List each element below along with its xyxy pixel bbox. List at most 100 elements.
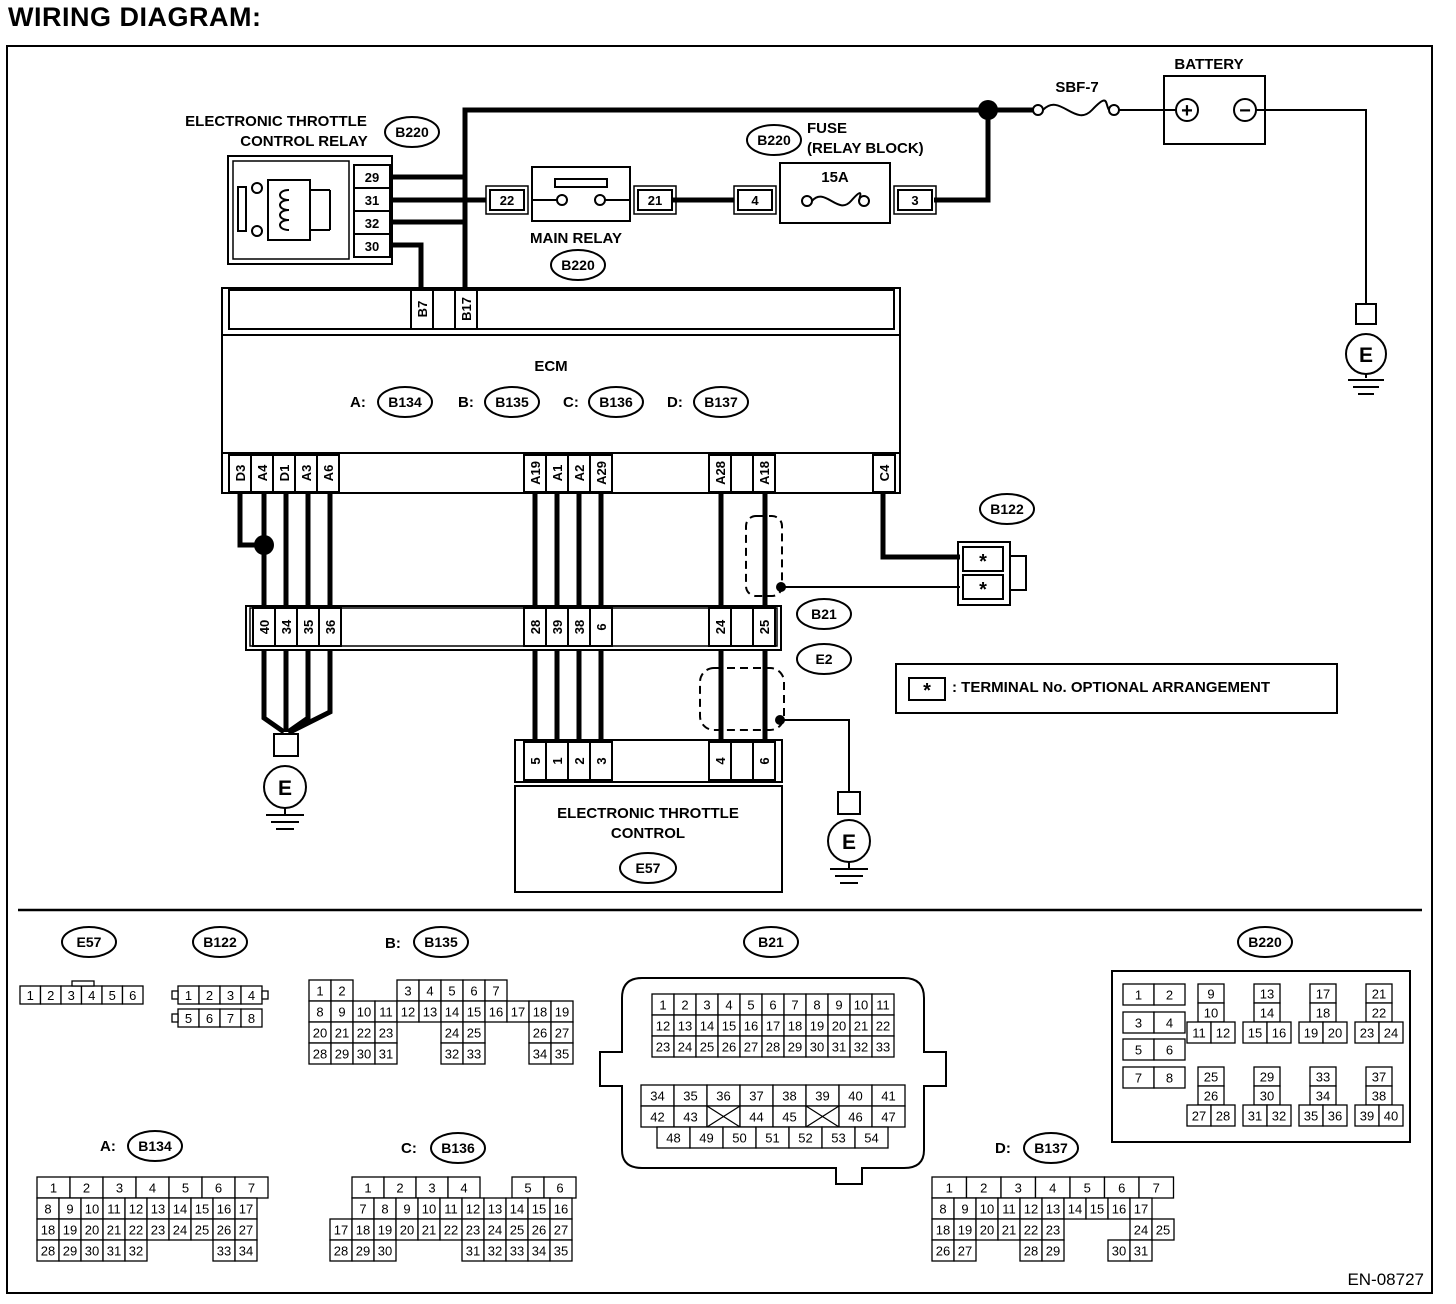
cv-b136-pin-20: 20	[400, 1223, 414, 1238]
cv-b134-pin-12: 12	[129, 1202, 143, 1217]
cv-b137-pin-4: 4	[1049, 1181, 1056, 1196]
ecm-conn-a-code: B134	[388, 394, 422, 410]
cv-b21-pin-6: 6	[769, 998, 776, 1013]
etc-relay-pin-30: 30	[365, 239, 379, 254]
cv-b135-pin-17: 17	[511, 1005, 525, 1020]
cv-b134-letter: A:	[100, 1138, 116, 1155]
cv-b134-pin-32-cell	[124, 1239, 148, 1262]
cv-b21-pin-13: 13	[678, 1019, 692, 1034]
cv-b134-pin-13: 13	[151, 1202, 165, 1217]
cv-b134-pin-34: 34	[239, 1244, 253, 1259]
cv-b220-pin-28: 28	[1216, 1109, 1230, 1124]
cv-b21-pin-16: 16	[744, 1019, 758, 1034]
cv-b122-pin-3: 3	[227, 988, 234, 1003]
cv-b134-pin-5: 5	[182, 1181, 189, 1196]
cv-b134-pin-33: 33	[217, 1244, 231, 1259]
cv-b135-pin-20: 20	[313, 1026, 327, 1041]
cv-b137-pin-10: 10	[980, 1202, 994, 1217]
ecm-conn-d-letter: D:	[667, 394, 683, 411]
cv-b137-pin-24: 24	[1134, 1223, 1148, 1238]
ecm-pin-gap-cell	[432, 289, 456, 330]
cv-b137-pin-13: 13	[1046, 1202, 1060, 1217]
b21-pin-39: 39	[550, 620, 565, 634]
cv-b21-pin-37: 37	[749, 1089, 763, 1104]
cv-e57-code: E57	[77, 934, 102, 950]
cv-b220-pin-20: 20	[1328, 1026, 1342, 1041]
fuse-code-badge	[746, 124, 802, 156]
etc-code: E57	[636, 860, 661, 876]
fuse-pin-4: 4	[751, 193, 759, 208]
cv-b21-pin-24: 24	[678, 1040, 692, 1055]
b122-pin-1-box	[962, 546, 1004, 572]
cv-b21-pin-20: 20	[832, 1019, 846, 1034]
ecm-pin-a19: A19	[528, 461, 543, 485]
cv-b220-pin-19: 19	[1304, 1026, 1318, 1041]
cv-b220-pin-29: 29	[1260, 1070, 1274, 1085]
cv-b122-pin-4: 4	[248, 988, 255, 1003]
cv-b137-pin-6: 6	[1118, 1181, 1125, 1196]
cv-b134-pin-1: 1	[50, 1181, 57, 1196]
ecm-conn-d-badge	[693, 386, 749, 418]
ecm-conn-a-badge	[377, 386, 433, 418]
cv-b21-pin-4: 4	[725, 998, 732, 1013]
cv-b136-pin-35: 35	[554, 1244, 568, 1259]
cv-b220-pin-25: 25	[1204, 1070, 1218, 1085]
cv-b134-pin-28: 28	[41, 1244, 55, 1259]
sbf-label: SBF-7	[1055, 79, 1098, 96]
fuse-label-2: (RELAY BLOCK)	[807, 140, 924, 157]
cv-b21-pin-34: 34	[650, 1089, 664, 1104]
cv-b136-letter: C:	[401, 1140, 417, 1157]
cv-b220-pin-40-cell	[1378, 1104, 1404, 1127]
cv-b137-pin-14: 14	[1068, 1202, 1082, 1217]
cv-b136-pin-7: 7	[359, 1202, 366, 1217]
etc-pin-6: 6	[757, 757, 772, 764]
fuse-code: B220	[757, 132, 791, 148]
cv-b136-badge	[430, 1132, 486, 1164]
cv-b137-pin-23: 23	[1046, 1223, 1060, 1238]
cv-b137-pin-31-cell	[1129, 1239, 1153, 1262]
ecm-pin-c4: C4	[877, 464, 892, 481]
cv-b122-pin-7: 7	[227, 1011, 234, 1026]
cv-b136-pin-33: 33	[510, 1244, 524, 1259]
cv-b21-code: B21	[758, 934, 784, 950]
cv-b21-pin-49: 49	[699, 1131, 713, 1146]
cv-b220-pin-14: 14	[1260, 1006, 1274, 1021]
cv-b137-pin-25-cell	[1151, 1218, 1175, 1241]
ground-term-battery	[1355, 303, 1377, 325]
ecm-pin-a18: A18	[757, 461, 772, 485]
cv-b21-pin-3: 3	[703, 998, 710, 1013]
etc-relay-coil	[279, 189, 290, 231]
cv-b21-pin-31: 31	[832, 1040, 846, 1055]
etc-relay-contact-bar	[237, 186, 247, 232]
cv-b21-pin-27: 27	[744, 1040, 758, 1055]
cv-b137-pin-22: 22	[1024, 1223, 1038, 1238]
cv-b220-pin-16: 16	[1272, 1026, 1286, 1041]
cv-b220-pin-9: 9	[1207, 987, 1214, 1002]
b21-code-badge	[796, 598, 852, 630]
cv-b136-pin-23: 23	[466, 1223, 480, 1238]
cv-b134-pin-11: 11	[107, 1202, 121, 1217]
cv-b137-pin-17: 17	[1134, 1202, 1148, 1217]
ecm-pin-b17-cell	[454, 289, 478, 330]
b21-pin-35: 35	[301, 620, 316, 634]
cv-b135-pin-31-cell	[374, 1042, 398, 1065]
legend-box	[895, 663, 1338, 714]
ecm-conn-b-code: B135	[495, 394, 529, 410]
cv-b220-pin-38: 38	[1372, 1089, 1386, 1104]
cv-b136-pin-4: 4	[460, 1181, 467, 1196]
main-relay-body	[531, 166, 631, 222]
cv-b21-badge	[743, 926, 799, 958]
junction-battery	[978, 100, 998, 120]
cv-b21-pin-33-cell	[871, 1035, 895, 1058]
cv-b135-pin-11: 11	[379, 1005, 393, 1020]
ecm-conn-b-badge	[484, 386, 540, 418]
etc-pin-4: 4	[713, 757, 728, 765]
wire-c4-b122	[880, 492, 960, 560]
fuse-body	[779, 162, 891, 224]
cv-b135-pin-29: 29	[335, 1047, 349, 1062]
cv-b135-pin-25: 25	[467, 1026, 481, 1041]
cv-b21-pin-52: 52	[798, 1131, 812, 1146]
ecm-pin-d3: D3	[233, 465, 248, 482]
